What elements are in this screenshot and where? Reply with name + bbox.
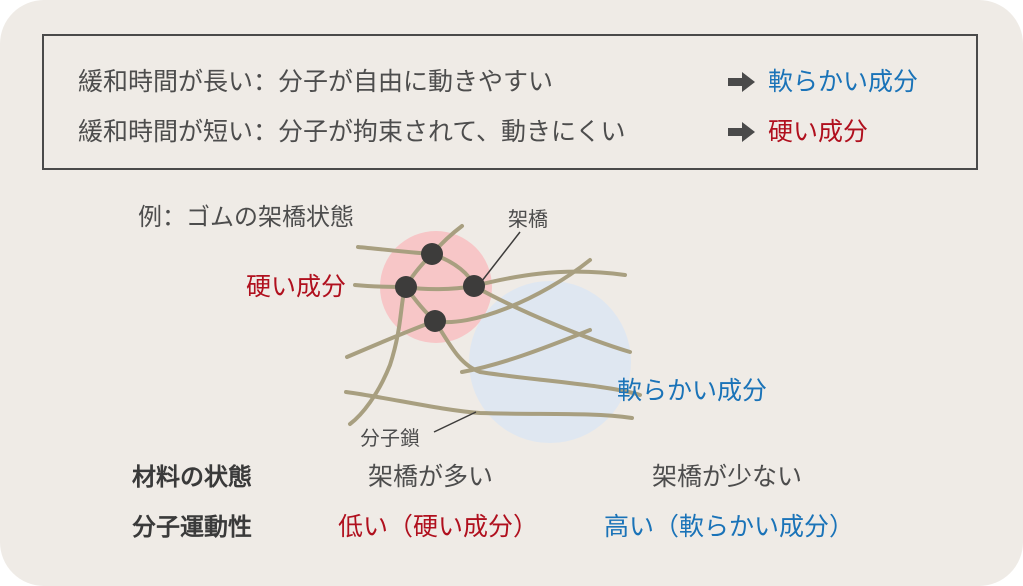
diagram-title: 例：ゴムの架橋状態 (138, 203, 354, 231)
short-relaxation-text: 緩和時間が短い：分子が拘束されて、動きにくい (78, 117, 626, 146)
relaxation-info-box (42, 34, 978, 170)
soft-component-result: 軟らかい成分 (768, 67, 919, 96)
hard-component-result: 硬い成分 (768, 117, 869, 146)
molecular-mobility-header: 分子運動性 (132, 513, 252, 541)
crosslink-node (424, 310, 446, 332)
crosslink-node (395, 276, 417, 298)
soft-zone (469, 281, 631, 443)
long-relaxation-text: 緩和時間が長い：分子が自由に動きやすい (78, 67, 554, 96)
mobility-high: 高い（軟らかい成分） (604, 512, 855, 541)
chain (345, 318, 642, 397)
soft-component-label: 軟らかい成分 (617, 376, 768, 405)
chain (460, 328, 592, 374)
chain-leader-line (433, 411, 477, 433)
chain (344, 390, 634, 420)
material-state-few: 架橋が少ない (652, 462, 803, 491)
crosslink-node (463, 275, 485, 297)
hard-component-label: 硬い成分 (246, 272, 347, 301)
arrow-right-icon (728, 122, 755, 142)
molecular-chain-label: 分子鎖 (360, 426, 420, 450)
crosslink-label: 架橋 (508, 207, 548, 231)
crosslink-leader-line (477, 231, 521, 287)
chain (404, 258, 592, 324)
material-state-header: 材料の状態 (132, 463, 252, 491)
mobility-low: 低い（硬い成分） (338, 512, 539, 541)
arrow-right-icon (728, 72, 755, 92)
material-state-many: 架橋が多い (368, 462, 494, 491)
crosslink-node (421, 243, 443, 265)
hard-zone (380, 231, 492, 343)
chain (353, 269, 627, 292)
